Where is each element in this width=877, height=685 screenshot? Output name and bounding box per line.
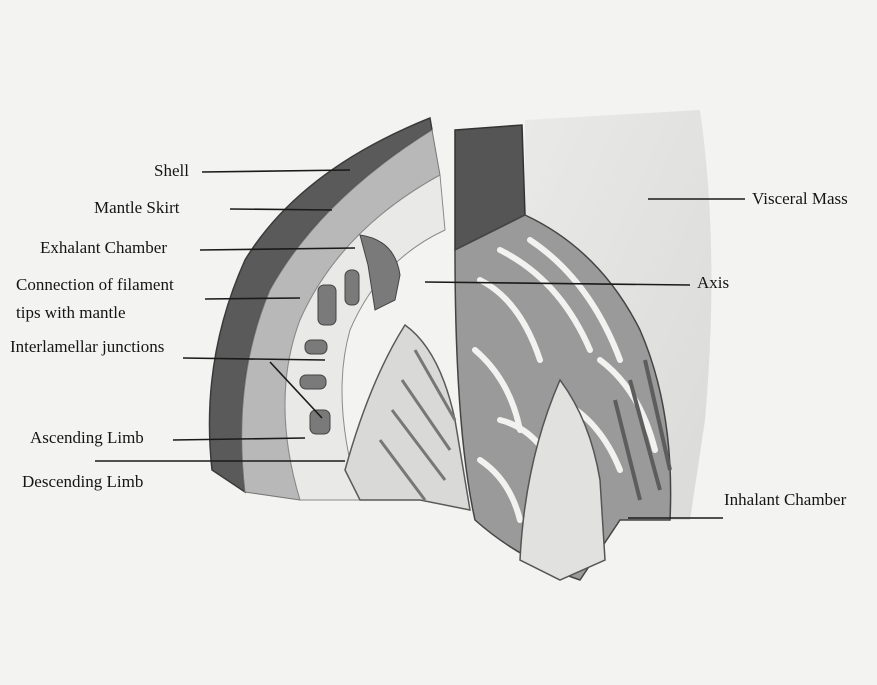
label-mantle-skirt: Mantle Skirt (94, 198, 180, 217)
label-shell: Shell (154, 161, 189, 180)
lower-right-hatch (613, 359, 672, 501)
right-lamella (519, 378, 606, 581)
label-connection-line2: tips with mantle (16, 303, 126, 322)
label-ascending-limb: Ascending Limb (30, 428, 144, 447)
label-exhalant-chamber: Exhalant Chamber (40, 238, 167, 257)
label-visceral-mass: Visceral Mass (752, 189, 848, 208)
label-axis: Axis (697, 273, 730, 292)
label-connection-line1: Connection of filament (16, 275, 174, 294)
left-lamella (344, 323, 471, 511)
label-interlamellar-junctions: Interlamellar junctions (10, 337, 165, 356)
left-lamella-hatch (378, 349, 457, 501)
exhalant-filaments (299, 234, 401, 435)
label-descending-limb: Descending Limb (22, 472, 144, 491)
label-inhalant-chamber: Inhalant Chamber (724, 490, 847, 509)
leader-lines (95, 169, 745, 519)
